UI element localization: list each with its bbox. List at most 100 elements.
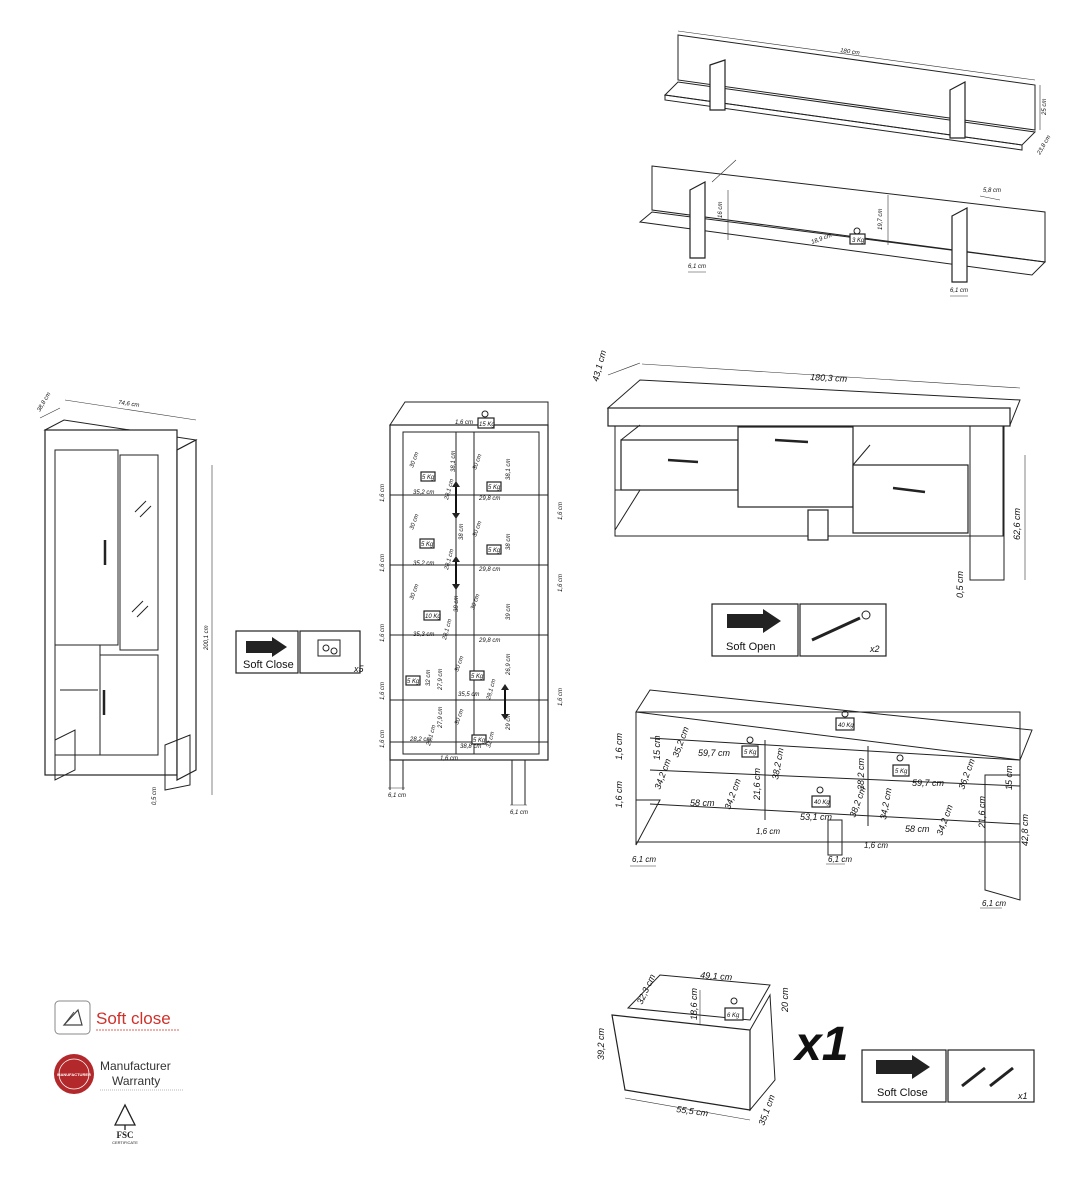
shelving-w4: 28,2 cm [409,737,431,743]
tv-w-a: 59,7 cm [698,748,731,758]
shelving-load-7: 5 Kg [471,674,484,680]
shelving-h4b: 38 cm [506,534,512,550]
cabinet-depth: 38,8 cm [37,392,53,413]
tv-side-1: 1,6 cm [614,732,624,760]
shelf-bottom-load: 3 Kg [852,238,865,244]
shelving-h9: 32 cm [426,670,432,686]
shelf-bottom-width: 5,8 cm [983,188,1001,194]
tv-w-b: 58 cm [690,798,715,808]
tv-h-c: 34,2 cm [652,757,673,791]
shelving-mid: 1,6 cm [440,756,458,762]
soft-open-label: Soft Open [726,641,776,653]
cabinet-width: 74,6 cm [118,400,140,409]
shelving-side-1: 1,6 cm [380,484,386,502]
shelving-h9b: 32 cm [486,731,496,748]
shelving-load-6: 5 Kg [407,679,420,685]
soft-close-2-qty: x1 [1017,1091,1028,1101]
warranty-line-2: Warranty [112,1074,160,1088]
tv-w-e: 59,7 cm [912,778,945,788]
soft-close-2-arrow-icon [876,1055,930,1079]
tv-mid-2: 1,6 cm [864,841,888,850]
soft-open-arrow-icon [727,609,781,633]
shelving-d1: 28,1 cm [444,478,456,501]
weight-icon-4: 5 Kg [486,544,502,555]
drawer-h-out: 20 cm [780,987,790,1013]
soft-close-badge-label: Soft close [96,1009,171,1028]
tv-h-h: 21,6 cm [977,795,987,829]
tv-stand-drawing: 43,1 cm 180,3 cm 62,6 cm 0,5 cm [590,349,1026,598]
soft-close-arrow-icon [246,637,287,657]
tv-load-c: 5 Kg [895,769,908,775]
shelving-side-3: 1,6 cm [380,624,386,642]
shelving-d1c: 28,1 cm [442,618,454,641]
weight-icon-1: 5 Kg [420,471,436,482]
shelving-w2b: 29,8 cm [478,567,500,573]
shelving-h1: 30 cm [409,451,420,468]
cabinet-foot: 0,5 cm [152,787,158,805]
shelf-top-width: 180 cm [840,48,860,57]
shelving-leg-1: 6,1 cm [388,793,406,799]
weight-icon-2: 5 Kg [486,481,502,492]
shelving-w1b: 35,2 cm [413,561,434,567]
tv-interior-drawing: 40 Kg 5 Kg 40 Kg 5 Kg 1,6 cm 1,6 cm 15 c… [614,689,1033,909]
shelving-h1e: 30 cm [454,708,465,725]
shelving-top-load: 15 Kg [479,422,495,428]
shelving-load-3: 5 Kg [421,542,434,548]
tv-load-top: 40 Kg [838,723,854,729]
shelving-load-5: 10 Kg [425,614,441,620]
warranty-badge: MANUFACTURER Manufacturer Warranty [54,1054,184,1094]
tv-w-d: 58 cm [905,824,930,834]
shelf-top-height: 25 cm [1042,99,1048,116]
drawer-h-in: 18,6 cm [689,987,699,1020]
shelving-d1d: 28,1 cm [486,678,498,701]
tv-height: 62,6 cm [1012,507,1022,540]
weight-icon-tv-top: 40 Kg [835,710,855,731]
shelving-w2c: 29,8 cm [478,638,500,644]
tv-h-a: 15 cm [652,735,662,760]
shelving-h5: 39 cm [506,604,512,620]
shelving-load-2: 5 Kg [488,485,501,491]
tv-width: 180,3 cm [810,372,848,384]
fsc-tree-icon [113,1103,137,1130]
soft-close-1-label: Soft Close [243,659,294,671]
shelf-adjust-arrow-icon-3 [501,684,509,720]
tv-h-k: 42,8 cm [1020,813,1030,846]
shelf-bottom-depth: 18,9 cm [811,233,833,246]
tv-leg-3: 6,1 cm [982,899,1006,908]
tv-leg-1: 6,1 cm [632,855,656,864]
shelving-h4c: 38 cm [454,596,460,612]
fsc-sub: CERTIFICATE [112,1140,138,1145]
fsc-badge: FSC CERTIFICATE [112,1103,138,1145]
tv-mid-1: 1,6 cm [756,827,780,836]
weight-icon-tv-c: 5 Kg [892,754,910,777]
shelving-w3: 35,3 cm [413,632,434,638]
drawer-runner-icon [961,1066,1014,1088]
shelving-d1e: 28,1 cm [426,724,438,747]
shelving-unit-drawing: 15 Kg 1,6 cm 5 Kg 5 Kg 5 Kg 5 Kg 10 Kg 5… [380,401,564,816]
shelf-bottom-leg-left: 6,1 cm [688,264,706,270]
tv-side-2: 1,6 cm [614,780,624,808]
tv-h-d: 21,6 cm [752,767,762,801]
soft-open-qty: x2 [869,644,880,654]
weight-icon-3: 5 Kg [419,538,435,549]
shelving-h1d: 30 cm [454,655,465,672]
warranty-seal-icon: MANUFACTURER [54,1054,94,1094]
tv-h-f: 38,2 cm [856,757,866,790]
weight-icon: 3 Kg [849,227,866,245]
shelf-bottom-leg-right: 6,1 cm [950,288,968,294]
shelving-w6: 35,5 cm [458,692,479,698]
shelving-h2b: 30 cm [472,520,483,537]
warranty-line-1: Manufacturer [100,1059,171,1073]
shelving-load-8: 5 Kg [473,738,486,744]
weight-icon-top: 15 Kg [477,410,495,429]
shelving-d1b: 28,1 cm [444,548,456,571]
shelving-w2: 29,8 cm [478,496,500,502]
push-latch-icon [811,610,871,642]
tv-load-a: 5 Kg [744,750,757,756]
shelving-h2: 30 cm [472,453,483,470]
tv-depth: 43,1 cm [590,349,608,383]
drawer-h-front: 39,2 cm [596,1027,606,1060]
drawer-multiplier: x1 [792,1018,848,1071]
drawer-w-top: 49,1 cm [700,970,733,982]
